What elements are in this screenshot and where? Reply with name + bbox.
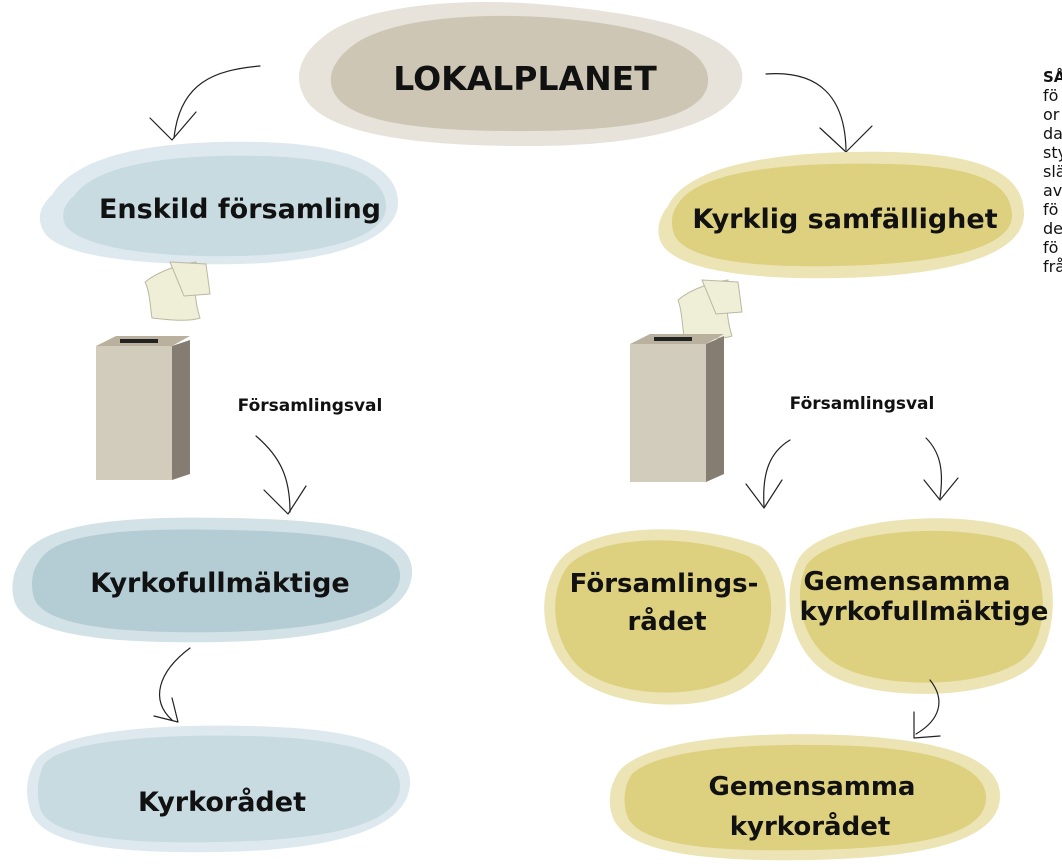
kyrkofullmaktige-blob (32, 529, 401, 633)
kyrkofullmaktige-label: Kyrkofullmäktige (90, 568, 349, 599)
kyrkoradet-blob (37, 735, 400, 843)
arrow-right-vote-right-head (923, 477, 959, 501)
enskild-forsamling-node: Enskild församling (39, 141, 399, 265)
side-note-line: fö (1043, 238, 1058, 257)
gk-fullmaktige-blob (799, 530, 1043, 683)
right-box-side (706, 336, 724, 482)
enskild-blob (63, 155, 387, 257)
top-arrows (149, 65, 873, 153)
arrow-top-left-head (149, 111, 197, 141)
side-note-line: or (1043, 105, 1060, 124)
arrow-right-council (915, 679, 940, 735)
kyrklig-samfallighet-node: Kyrklig samfällighet (658, 151, 1025, 279)
side-note-title: SÅ (1043, 67, 1062, 86)
side-note-line: fö (1043, 200, 1058, 219)
left-vote-label: Församlingsval (238, 396, 383, 416)
arrow-left-council (159, 647, 191, 721)
side-note-line: sty (1043, 143, 1062, 162)
kyrkoradet-node: Kyrkorådet (27, 725, 410, 853)
side-note-line: de (1043, 219, 1062, 238)
samfallighet-blob (671, 163, 1013, 267)
samfallighet-heading: Kyrklig samfällighet (692, 204, 997, 235)
arrow-top-right (765, 73, 847, 151)
gk-fullmaktige-line1: Gemensamma (804, 567, 1011, 597)
right-box-slot (654, 337, 692, 341)
lokalplanet-node: LOKALPLANET (299, 1, 743, 147)
lokalplanet-blob (330, 15, 709, 132)
forsamlingsradet-blob (555, 540, 772, 693)
left-ballot-box (96, 261, 211, 480)
right-ballot-fold (701, 279, 743, 315)
arrow-top-left (173, 65, 261, 139)
arrow-right-vote-left-head (745, 479, 783, 509)
gemensamma-kyrkoradet-node: Gemensamma kyrkorådet (609, 734, 1000, 861)
forsamlingsradet-line2: rådet (627, 605, 706, 637)
gemensamma-kyrkofullmaktige-node: Gemensamma kyrkofullmäktige (789, 518, 1053, 694)
kyrkoradet-label: Kyrkorådet (138, 786, 306, 818)
arrow-left-vote-head (263, 485, 307, 515)
arrow-right-vote-right (925, 437, 943, 499)
side-note-line: frå (1043, 257, 1062, 276)
side-note-line: da (1043, 124, 1062, 143)
lokalplanet-title: LOKALPLANET (393, 59, 657, 98)
enskild-heading: Enskild församling (99, 194, 381, 225)
arrow-right-council-head (913, 711, 941, 739)
side-note: SÅ fö or da sty slä av fö de fö frå (1043, 67, 1062, 276)
gk-radet-line1: Gemensamma (709, 772, 916, 802)
arrow-left-vote (255, 435, 291, 513)
left-box-front (96, 346, 172, 480)
left-ballot-fold (169, 261, 211, 297)
side-note-line: fö (1043, 86, 1058, 105)
side-note-line: av (1043, 181, 1062, 200)
side-note-line: slä (1043, 162, 1062, 181)
arrow-left-council-head (153, 697, 179, 723)
forsamlingsradet-node: Församlings- rådet (544, 529, 786, 705)
arrow-right-vote-left (763, 439, 791, 507)
left-box-side (172, 340, 190, 480)
right-ballot-box (630, 279, 743, 482)
gk-radet-line2: kyrkorådet (730, 810, 891, 842)
gk-radet-blob (624, 744, 986, 851)
kyrkofullmaktige-node: Kyrkofullmäktige (12, 517, 413, 643)
forsamlingsradet-line1: Församlings- (570, 569, 759, 599)
right-vote-label: Församlingsval (790, 394, 935, 414)
left-box-slot (120, 339, 158, 343)
gk-fullmaktige-line2: kyrkofullmäktige (800, 597, 1049, 627)
right-box-front (630, 344, 706, 482)
arrow-top-right-head (819, 125, 873, 153)
